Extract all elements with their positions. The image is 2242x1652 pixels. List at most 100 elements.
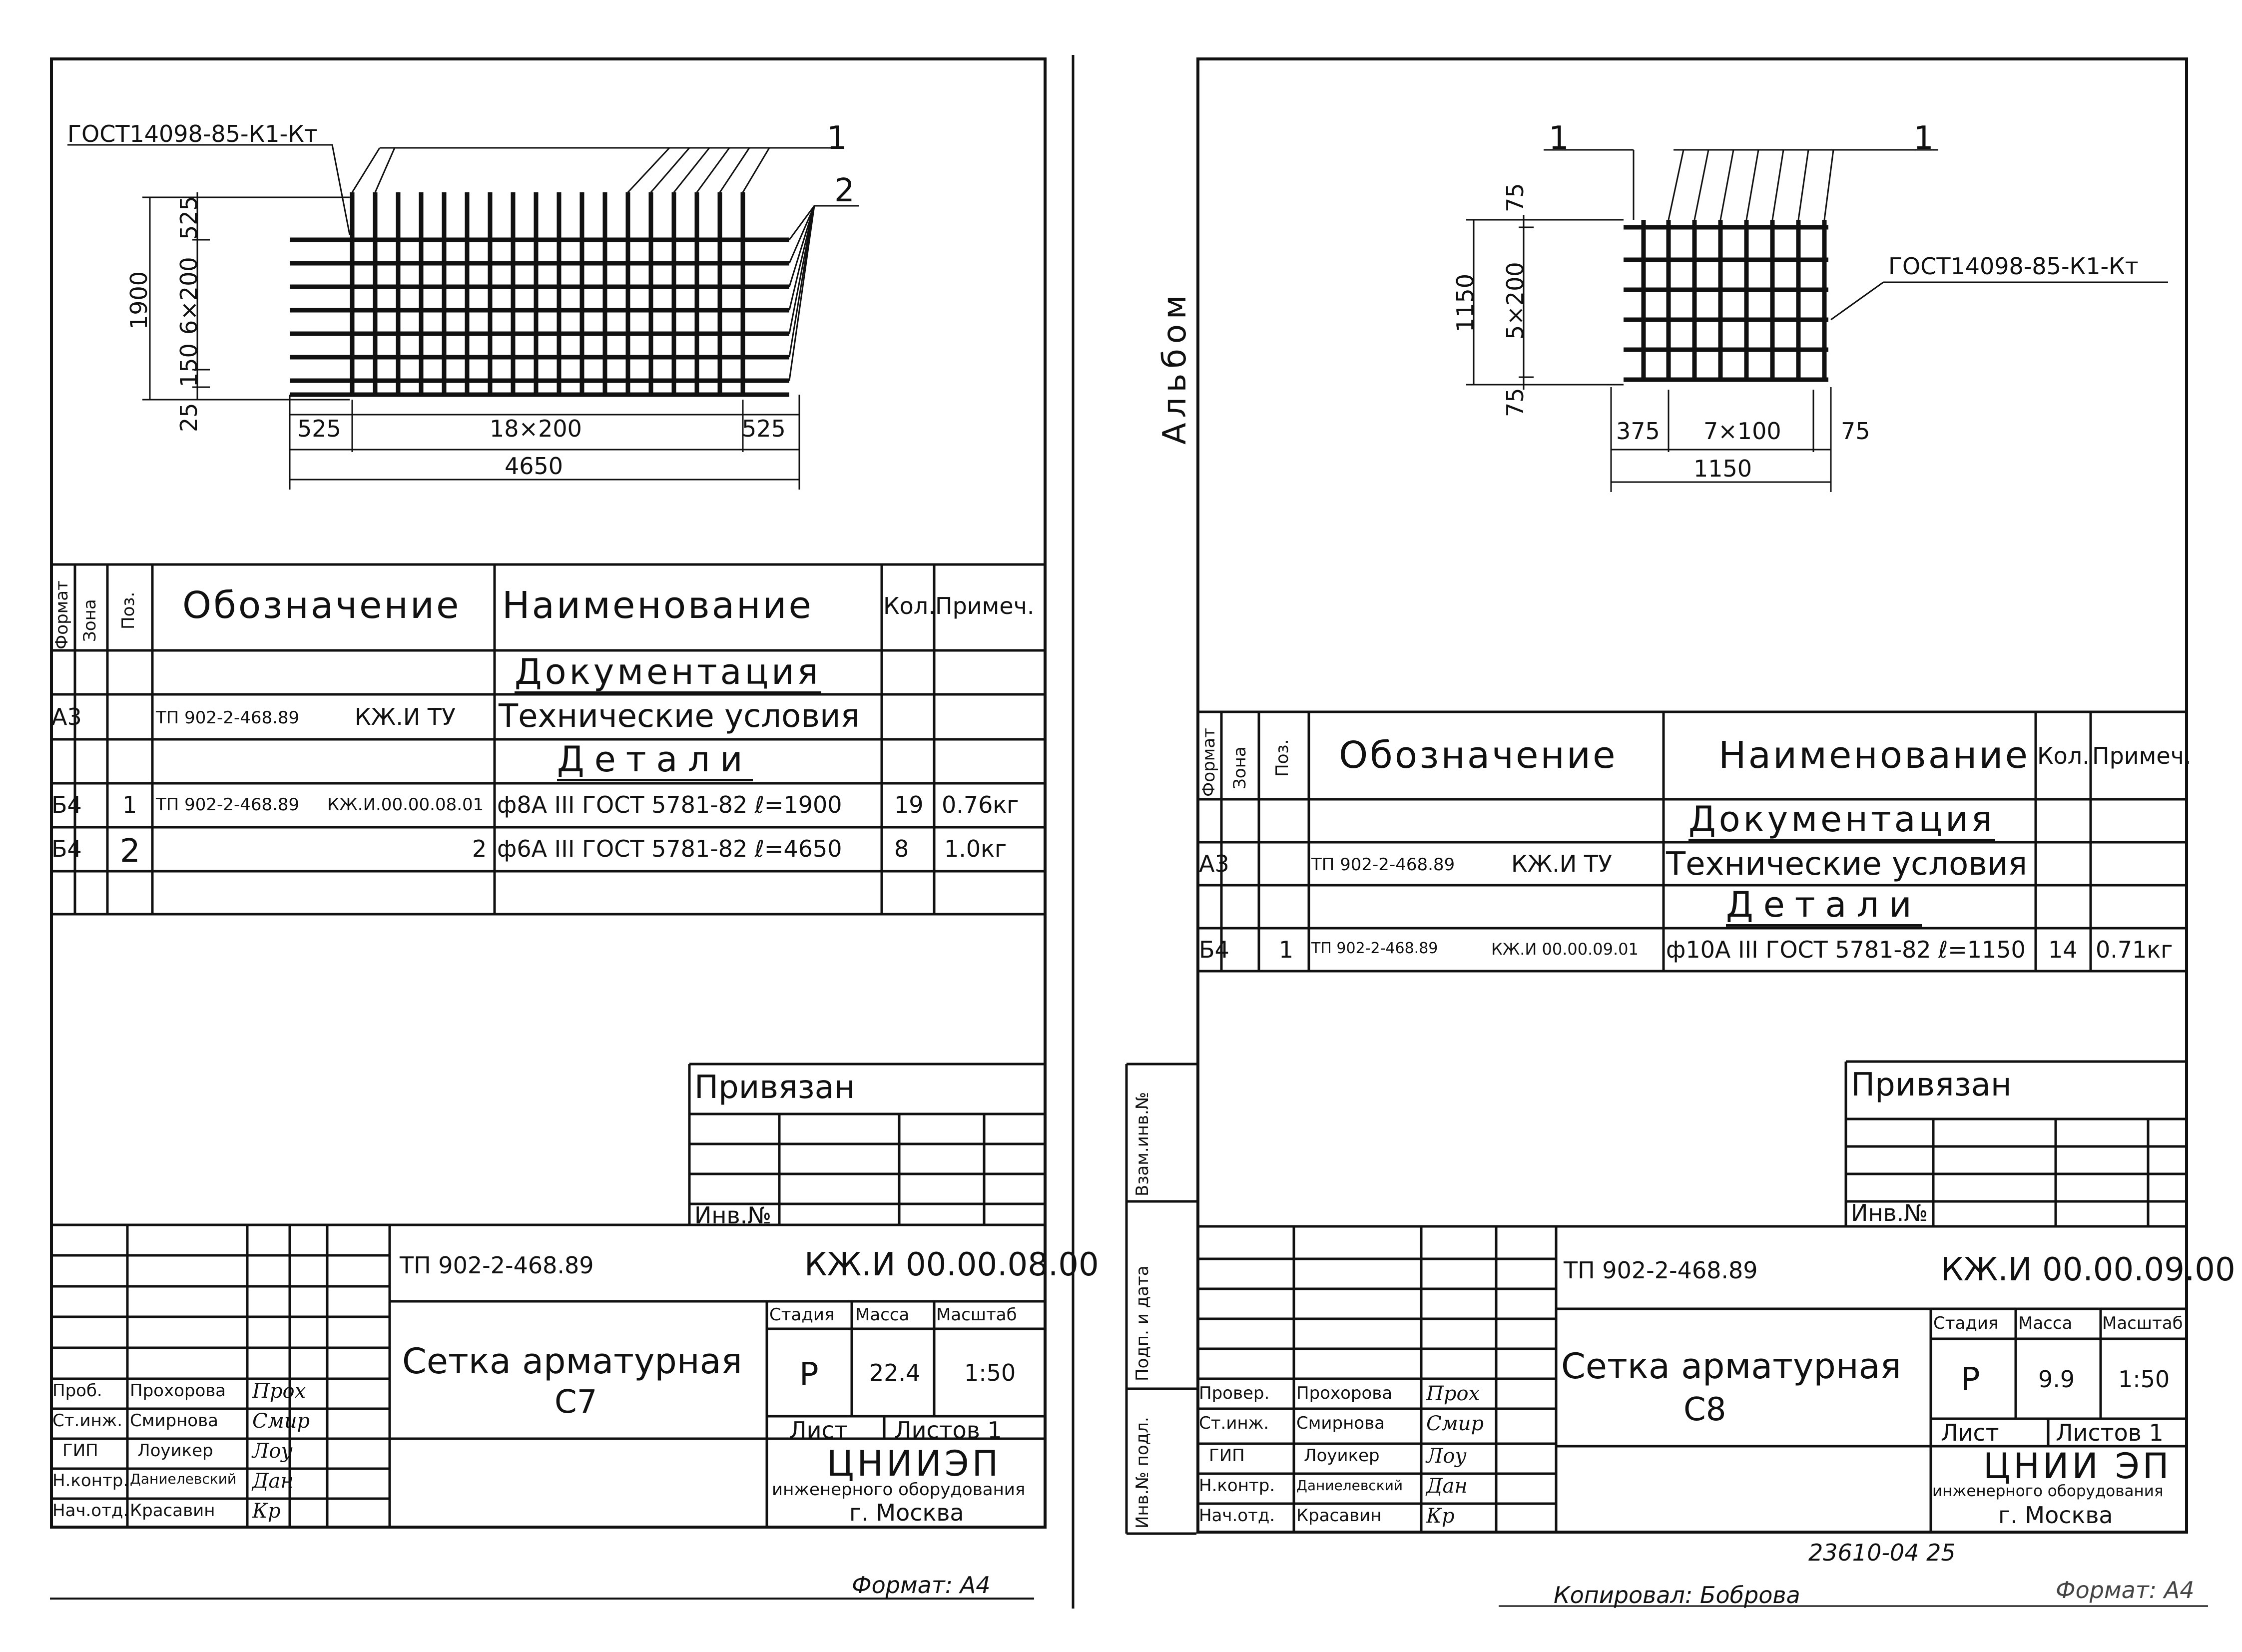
right-dim-w-right: 75 [1841, 418, 1870, 445]
right-tb-title: Сетка арматурная [1561, 1346, 1901, 1387]
right-section-parts: Детали [1726, 887, 1922, 927]
left-tb-sheets-label: Листов 1 [894, 1417, 1002, 1444]
right-section-docs: Документация [1688, 802, 1995, 841]
right-inv: Инв.№ [1851, 1199, 1928, 1226]
left-tb-subtitle: С7 [555, 1384, 597, 1421]
left-tb-stage-label: Стадия [769, 1305, 835, 1325]
left-dim-w-right: 525 [742, 415, 786, 442]
right-row1-name: ф10А III ГОСТ 5781-82 ℓ=1150 [1666, 936, 2026, 963]
left-row2-pos: 2 [120, 833, 140, 870]
right-row1-designation2: КЖ.И 00.00.09.01 [1491, 940, 1639, 959]
left-name-1: Смирнова [130, 1411, 218, 1431]
right-hdr-note: Примеч. [2092, 742, 2192, 769]
right-role-2: ГИП [1209, 1446, 1245, 1466]
right-role-0: Провер. [1199, 1383, 1270, 1403]
right-sheet-frame [1196, 57, 2188, 1534]
right-sig-0: Прох [1426, 1382, 1480, 1405]
right-sig-2: Лоу [1426, 1445, 1467, 1468]
left-role-3: Н.контр. [52, 1471, 129, 1491]
left-row1-designation2: КЖ.И.00.00.08.01 [327, 795, 484, 815]
right-tb-org3: г. Москва [1998, 1502, 2113, 1529]
right-role-4: Нач.отд. [1199, 1506, 1275, 1526]
right-dim-h-bot: 75 [1502, 388, 1529, 417]
left-docs-designation: ТП 902-2-468.89 [156, 708, 300, 728]
right-dim-w-total: 1150 [1693, 455, 1752, 482]
left-hdr-pos: Поз. [118, 591, 138, 629]
right-docs-name: Технические условия [1666, 846, 2028, 883]
left-inv: Инв.№ [694, 1202, 772, 1229]
left-tb-code: КЖ.И 00.00.08.00 [804, 1246, 1099, 1283]
right-name-2: Лоуикер [1304, 1446, 1380, 1466]
left-role-2: ГИП [62, 1441, 98, 1461]
left-sig-4: Кр [252, 1500, 281, 1523]
left-row2-note: 1.0кг [944, 835, 1007, 862]
right-leader-gost: ГОСТ14098-85-К1-Кт [1888, 253, 2139, 280]
right-dim-w-mid: 7×100 [1703, 418, 1781, 445]
left-row2-designation2: 2 [472, 835, 487, 862]
left-privyazan: Привязан [694, 1069, 855, 1106]
right-side-podp: Подп. и дата [1132, 1265, 1152, 1381]
left-dim-w-left: 525 [297, 415, 341, 442]
left-hdr-format: Формат [52, 580, 72, 649]
right-format: Формат: А4 [2056, 1577, 2195, 1604]
right-hdr-designation: Обозначение [1339, 734, 1618, 777]
left-docs-designation2: КЖ.И ТУ [355, 703, 456, 730]
right-role-1: Ст.инж. [1199, 1413, 1269, 1433]
left-row1-qty: 19 [894, 791, 924, 818]
left-tb-stage: Р [799, 1356, 819, 1393]
left-tb-mass: 22.4 [869, 1359, 921, 1386]
left-role-4: Нач.отд. [52, 1501, 129, 1521]
right-copied: Копировал: Боброва [1554, 1582, 1800, 1609]
left-hdr-qty: Кол. [883, 592, 936, 619]
left-row1-name: ф8А III ГОСТ 5781-82 ℓ=1900 [497, 791, 842, 818]
right-tb-project: ТП 902-2-468.89 [1564, 1257, 1758, 1284]
left-row1-note: 0.76кг [942, 791, 1019, 818]
left-row2-name: ф6А III ГОСТ 5781-82 ℓ=4650 [497, 835, 842, 862]
left-row1-pos: 1 [122, 791, 137, 818]
right-sig-3: Дан [1426, 1475, 1468, 1498]
left-tb-scale-label: Масштаб [936, 1305, 1017, 1325]
right-tb-scale: 1:50 [2118, 1366, 2170, 1393]
left-dim-h-total: 1900 [125, 271, 152, 330]
right-name-4: Красавин [1296, 1506, 1382, 1526]
right-hdr-zone: Зона [1230, 746, 1250, 789]
left-docs-name: Технические условия [499, 698, 860, 735]
left-pos2: 2 [834, 172, 855, 209]
left-pos1: 1 [827, 120, 847, 157]
right-docs-format: А3 [1199, 850, 1229, 877]
right-pos1b: 1 [1913, 120, 1934, 157]
right-pos1a: 1 [1549, 120, 1569, 157]
left-dim-h-bot: 150 [175, 343, 202, 387]
left-leader-gost: ГОСТ14098-85-К1-Кт [67, 120, 318, 147]
right-tb-sheets-label: Листов 1 [2056, 1419, 2164, 1446]
right-tb-mass-label: Масса [2018, 1313, 2073, 1333]
right-sig-1: Смир [1426, 1412, 1484, 1435]
left-row2-format: Б4 [51, 835, 82, 862]
left-sig-3: Дан [252, 1470, 294, 1493]
left-tb-title: Сетка арматурная [402, 1341, 742, 1382]
right-sig-4: Кр [1426, 1505, 1455, 1528]
right-row1-qty: 14 [2048, 936, 2078, 963]
left-docs-format: А3 [51, 703, 82, 730]
mesh-c8 [1624, 220, 1828, 382]
right-hdr-format: Формат [1199, 728, 1219, 797]
left-dim-w-mid: 18×200 [490, 415, 582, 442]
right-tb-org1: ЦНИИ ЭП [1983, 1446, 2172, 1487]
right-side-inv-podl: Инв.№ подл. [1132, 1417, 1152, 1529]
left-sig-0: Прох [252, 1380, 306, 1403]
right-docs-designation: ТП 902-2-468.89 [1311, 855, 1455, 875]
left-name-4: Красавин [130, 1501, 215, 1521]
left-sheet-frame [50, 57, 1047, 1529]
right-docs-designation2: КЖ.И ТУ [1511, 850, 1612, 877]
left-hdr-note: Примеч. [935, 592, 1035, 619]
left-name-0: Прохорова [130, 1381, 226, 1401]
right-tb-org2: инженерного оборудования [1932, 1482, 2164, 1500]
right-tb-code: КЖ.И 00.00.09.00 [1941, 1251, 2236, 1288]
left-format: Формат: А4 [852, 1572, 991, 1599]
left-tb-scale: 1:50 [964, 1359, 1016, 1386]
right-privyazan: Привязан [1851, 1067, 2012, 1103]
right-tb-scale-label: Масштаб [2102, 1313, 2183, 1333]
right-stamp-number: 23610-04 25 [1808, 1539, 1956, 1566]
right-dim-w-left: 375 [1616, 418, 1660, 445]
right-tb-subtitle: С8 [1683, 1391, 1726, 1428]
